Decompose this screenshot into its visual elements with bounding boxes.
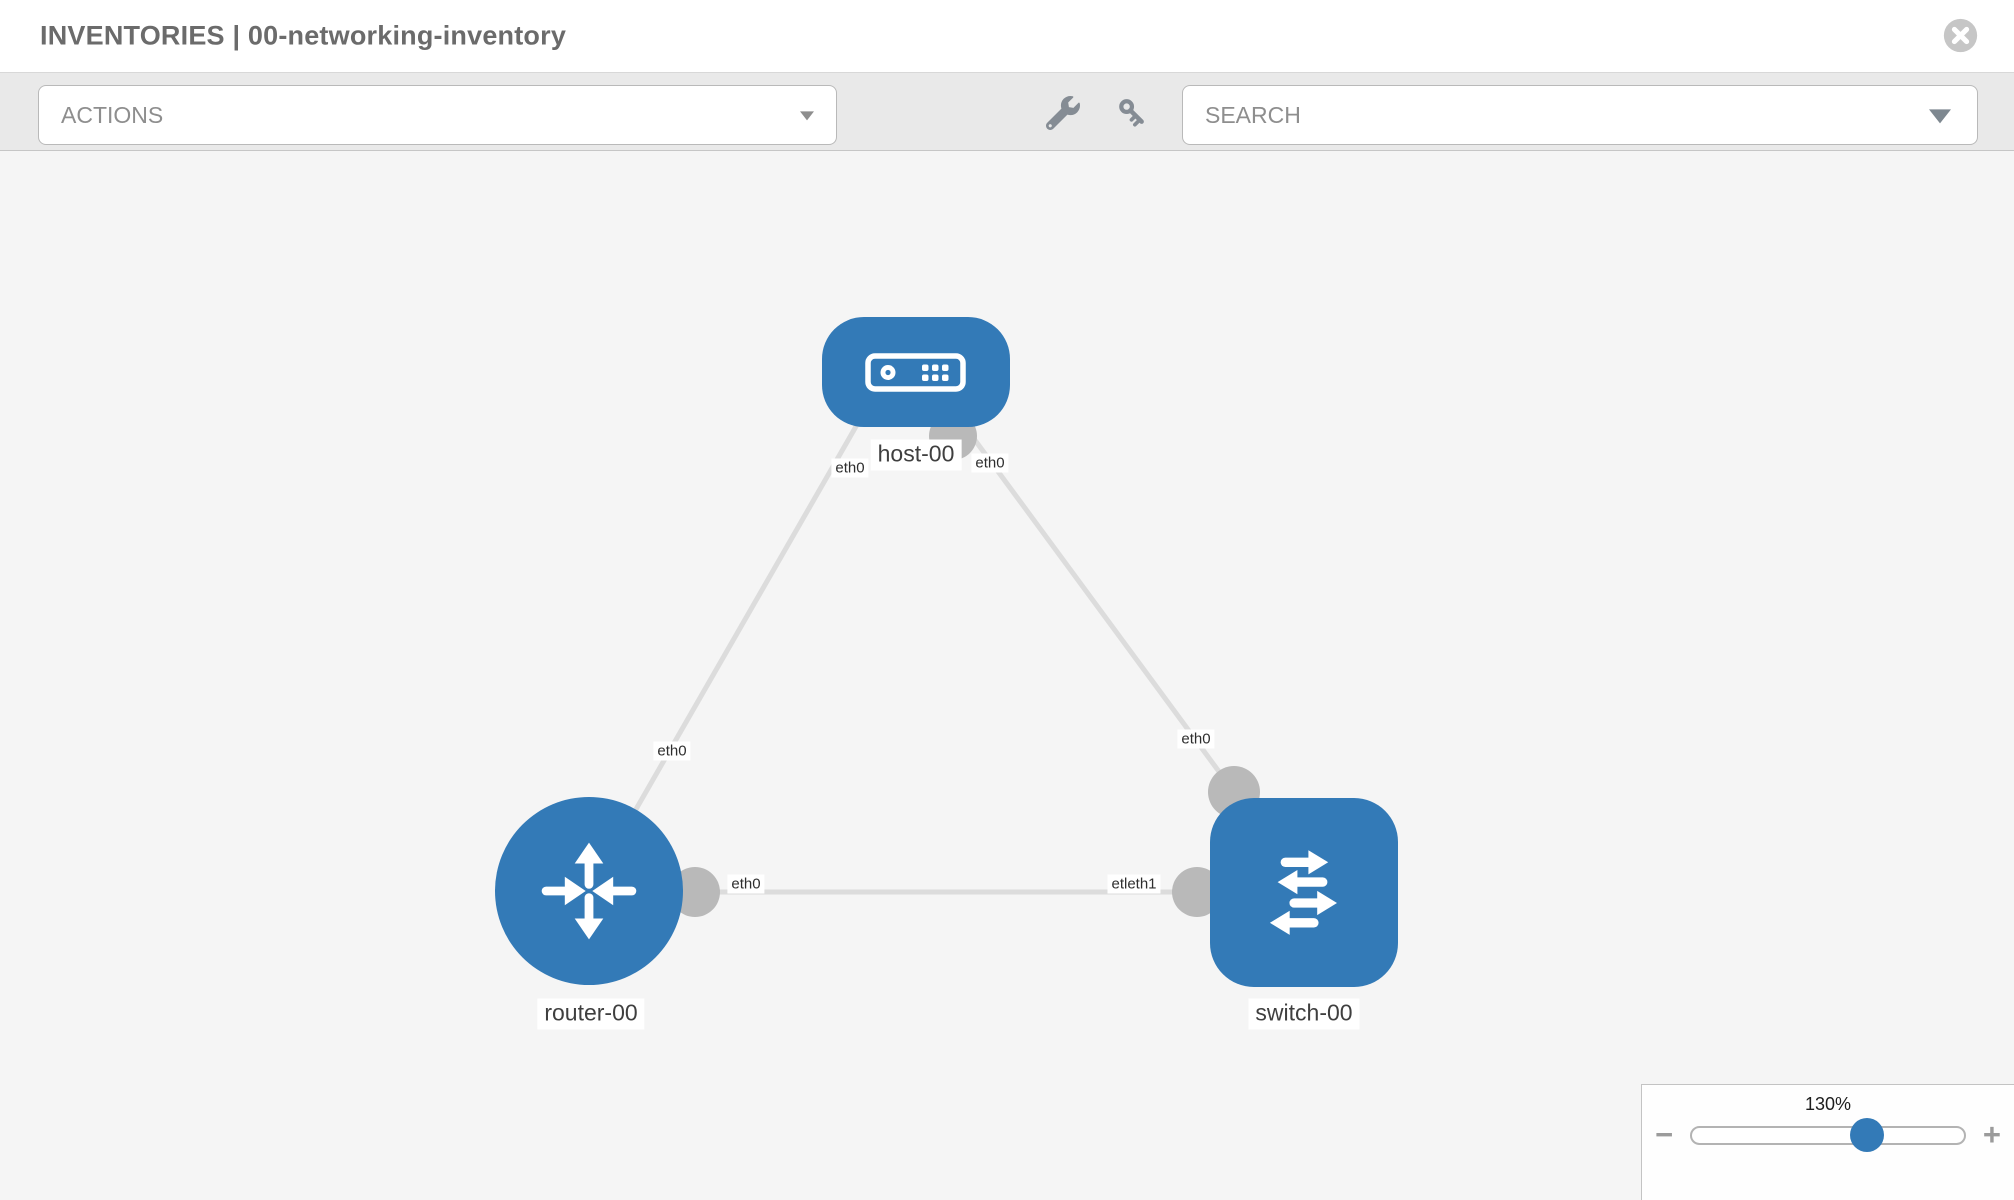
zoom-in-button[interactable]: + bbox=[1982, 1117, 2001, 1152]
zoom-level-value: 130% bbox=[1804, 1094, 1852, 1114]
interface-label: etleth1 bbox=[1107, 874, 1161, 894]
links bbox=[586, 411, 1304, 895]
zoom-slider-track[interactable] bbox=[1690, 1118, 1966, 1152]
switch-arrows-icon bbox=[1269, 850, 1337, 935]
node-label-host: host-00 bbox=[870, 439, 962, 471]
interface-dots bbox=[670, 412, 1260, 917]
router-arrows-icon bbox=[541, 842, 637, 940]
chevron-down-icon bbox=[800, 111, 814, 121]
interface-label: eth0 bbox=[653, 741, 691, 761]
node-switch-00[interactable] bbox=[1210, 798, 1398, 987]
page-title: INVENTORIES | 00-networking-inventory bbox=[40, 20, 567, 51]
close-button[interactable] bbox=[1942, 17, 1979, 54]
key-icon[interactable] bbox=[1116, 96, 1150, 130]
search-dropdown-label: SEARCH bbox=[1205, 101, 1301, 128]
node-label-router: router-00 bbox=[537, 998, 645, 1030]
search-dropdown[interactable]: SEARCH bbox=[1182, 85, 1978, 145]
interface-dot-switch-left[interactable] bbox=[1172, 867, 1222, 917]
interface-label: eth0 bbox=[831, 458, 869, 478]
link-host-switch[interactable] bbox=[952, 411, 1237, 794]
node-host-00[interactable] bbox=[822, 317, 1010, 427]
toolbar: ACTIONS SEARCH bbox=[0, 72, 2014, 151]
interface-label: eth0 bbox=[971, 453, 1009, 473]
wrench-icon[interactable] bbox=[1046, 95, 1080, 130]
toolbar-icons bbox=[1046, 73, 1150, 152]
chevron-down-icon bbox=[1929, 109, 1951, 124]
actions-dropdown[interactable]: ACTIONS bbox=[38, 85, 837, 145]
node-router-00[interactable] bbox=[495, 797, 683, 985]
close-icon bbox=[1943, 18, 1978, 53]
zoom-slider-thumb[interactable] bbox=[1850, 1118, 1885, 1152]
interface-label: eth0 bbox=[1177, 729, 1215, 749]
header: INVENTORIES | 00-networking-inventory bbox=[0, 0, 2014, 72]
topology-canvas[interactable]: host-00 router-00 switch-00 eth0 eth0 et… bbox=[0, 151, 2014, 1200]
interface-dot-router-right[interactable] bbox=[670, 867, 720, 917]
zoom-control-panel: 130% − + bbox=[1641, 1084, 2014, 1200]
actions-dropdown-label: ACTIONS bbox=[61, 101, 164, 128]
zoom-out-button[interactable]: − bbox=[1655, 1117, 1674, 1152]
server-icon bbox=[865, 353, 966, 392]
node-label-switch: switch-00 bbox=[1248, 998, 1360, 1030]
interface-label: eth0 bbox=[727, 874, 765, 894]
